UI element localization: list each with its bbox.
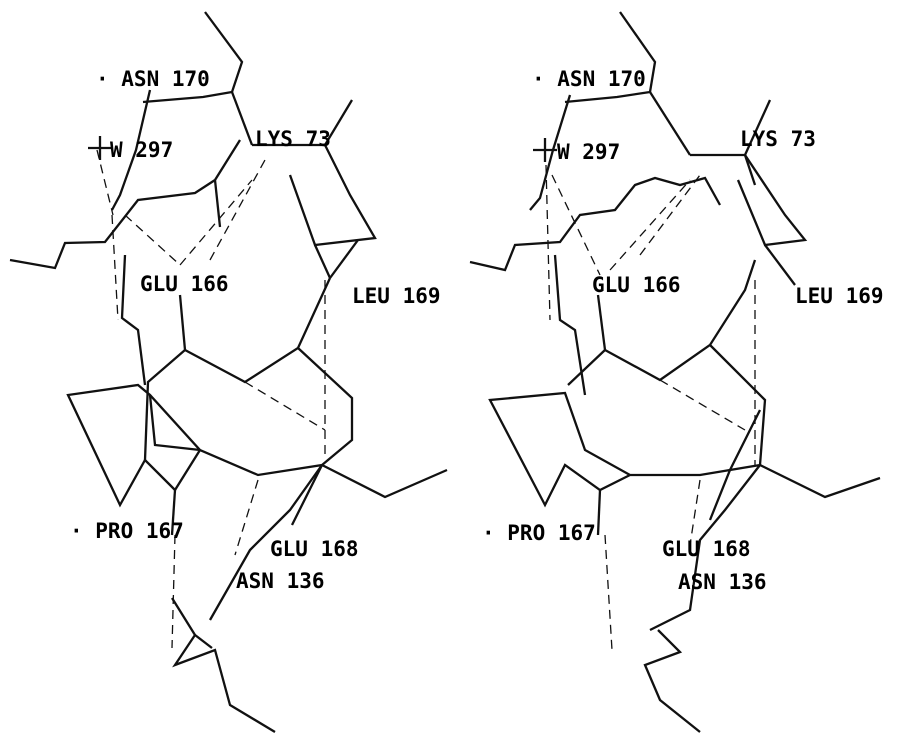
backbone-bond bbox=[213, 179, 222, 228]
backbone-bond bbox=[529, 94, 572, 211]
backbone-bond bbox=[194, 634, 213, 649]
hydrogen-bond bbox=[609, 179, 691, 271]
hydrogen-bond bbox=[234, 479, 259, 556]
backbone-bond bbox=[708, 409, 762, 521]
right-stereo-view: · ASN 170 W 297 LYS 73 GLU 166 LEU 169 ·… bbox=[469, 11, 884, 733]
residue-label-asn-170: · ASN 170 bbox=[532, 67, 646, 91]
backbone-bond bbox=[110, 89, 152, 211]
backbone-bond bbox=[230, 91, 254, 146]
right-hydrogen-bonds bbox=[545, 164, 756, 651]
backbone-bond bbox=[143, 349, 186, 461]
backbone-bond bbox=[596, 294, 607, 351]
backbone-bond bbox=[290, 464, 324, 526]
sidechain-bond bbox=[288, 144, 377, 247]
hydrogen-bond bbox=[244, 381, 326, 431]
residue-label-glu-168: GLU 168 bbox=[270, 537, 359, 561]
hydrogen-bond bbox=[545, 164, 551, 321]
backbone-bond bbox=[649, 91, 691, 156]
backbone-bond bbox=[9, 139, 241, 270]
sidechain-bond bbox=[736, 154, 808, 247]
residue-label-pro-167: · PRO 167 bbox=[482, 521, 596, 545]
backbone-bond bbox=[170, 489, 177, 536]
residue-label-w-297: W 297 bbox=[557, 140, 620, 164]
backbone-bond bbox=[209, 464, 323, 621]
residue-label-glu-166: GLU 166 bbox=[592, 273, 681, 297]
right-residue-labels: · ASN 170 W 297 LYS 73 GLU 166 LEU 169 ·… bbox=[482, 67, 884, 594]
residue-label-leu-169: LEU 169 bbox=[795, 284, 884, 308]
hydrogen-bond bbox=[111, 214, 119, 321]
backbone-bond bbox=[488, 344, 767, 508]
left-residue-labels: · ASN 170 W 297 LYS 73 GLU 166 LEU 169 ·… bbox=[70, 67, 441, 593]
left-bonds bbox=[9, 11, 448, 733]
residue-label-asn-170: · ASN 170 bbox=[96, 67, 210, 91]
sidechain-bond bbox=[313, 244, 332, 279]
hydrogen-bond bbox=[124, 214, 181, 266]
hydrogen-bond bbox=[689, 479, 701, 546]
backbone-bond bbox=[649, 464, 761, 632]
sidechain-bond bbox=[743, 154, 757, 186]
residue-label-asn-136: ASN 136 bbox=[236, 569, 325, 593]
hydrogen-bond bbox=[96, 149, 114, 216]
right-water-marker bbox=[533, 138, 557, 162]
residue-label-glu-166: GLU 166 bbox=[140, 272, 229, 296]
sidechain-bond bbox=[329, 239, 359, 279]
hydrogen-bond bbox=[209, 159, 266, 261]
residue-label-lys-73: LYS 73 bbox=[255, 127, 331, 151]
backbone-bond bbox=[759, 463, 881, 499]
left-water-marker bbox=[88, 136, 112, 160]
residue-label-lys-73: LYS 73 bbox=[740, 127, 816, 151]
residue-label-asn-136: ASN 136 bbox=[678, 570, 767, 594]
backbone-bond bbox=[120, 254, 147, 386]
hydrogen-bond bbox=[551, 174, 601, 276]
backbone-bond bbox=[184, 277, 332, 384]
backbone-bond bbox=[178, 294, 187, 351]
hydrogen-bond bbox=[639, 174, 701, 256]
hydrogen-bond bbox=[659, 379, 746, 431]
backbone-bond bbox=[596, 489, 602, 536]
left-stereo-view: · ASN 170 W 297 LYS 73 GLU 166 LEU 169 ·… bbox=[9, 11, 448, 733]
left-hydrogen-bonds bbox=[96, 149, 326, 649]
backbone-bond bbox=[171, 597, 276, 733]
residue-label-leu-169: LEU 169 bbox=[352, 284, 441, 308]
sidechain-bond bbox=[764, 244, 796, 286]
hydrogen-bond bbox=[171, 534, 176, 649]
hydrogen-bond bbox=[179, 179, 253, 266]
residue-label-glu-168: GLU 168 bbox=[662, 537, 751, 561]
backbone-bond bbox=[567, 349, 606, 386]
residue-label-pro-167: · PRO 167 bbox=[70, 519, 184, 543]
backbone-bond bbox=[553, 254, 587, 396]
backbone-bond bbox=[643, 629, 701, 733]
backbone-bond bbox=[148, 394, 201, 452]
residue-label-w-297: W 297 bbox=[110, 138, 173, 162]
backbone-bond bbox=[321, 463, 448, 499]
backbone-bond bbox=[469, 176, 722, 272]
right-bonds bbox=[469, 11, 881, 733]
hydrogen-bond bbox=[604, 534, 613, 651]
